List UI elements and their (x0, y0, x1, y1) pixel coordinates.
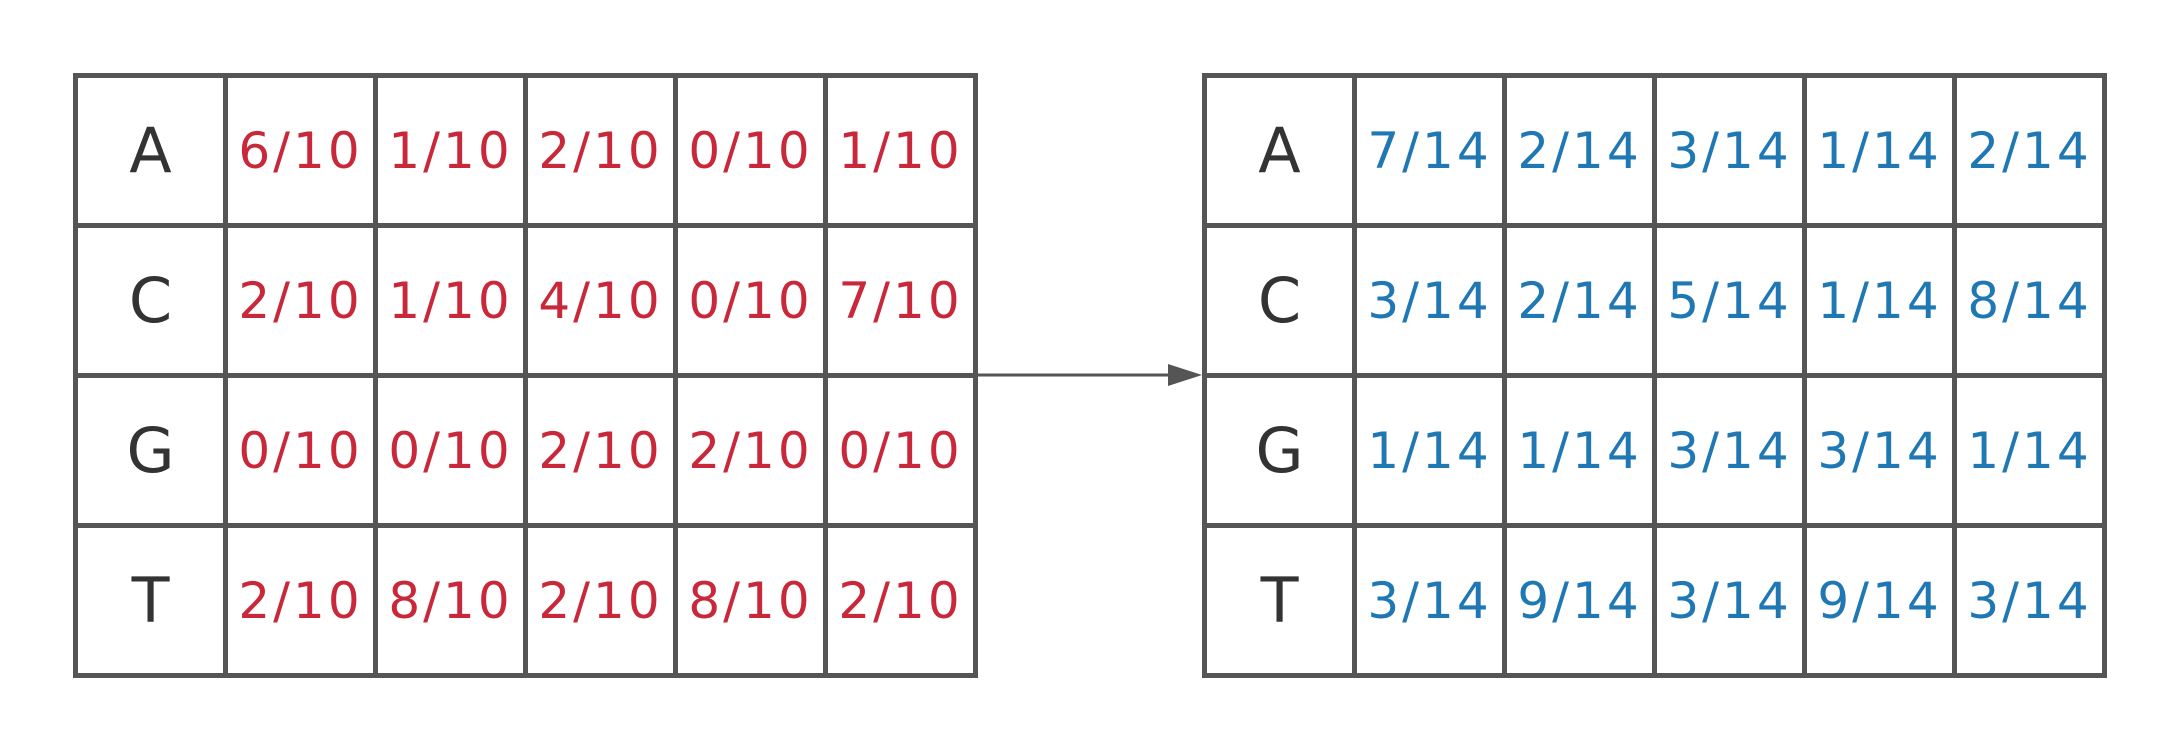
matrix-row-t: T 3/14 9/14 3/14 9/14 3/14 (1202, 523, 2107, 678)
probability-cell: 1/14 (1802, 73, 1957, 228)
count-cell: 2/10 (523, 523, 678, 678)
matrix-row-c: C 2/10 1/10 4/10 0/10 7/10 (73, 223, 978, 378)
count-cell: 1/10 (373, 73, 528, 228)
count-cell: 1/10 (823, 73, 978, 228)
probability-cell: 3/14 (1652, 523, 1807, 678)
base-label: G (1202, 373, 1357, 528)
count-cell: 2/10 (223, 223, 378, 378)
count-cell: 2/10 (523, 373, 678, 528)
count-cell: 7/10 (823, 223, 978, 378)
probability-cell: 2/14 (1952, 73, 2107, 228)
counts-matrix: A 6/10 1/10 2/10 0/10 1/10 C 2/10 1/10 4… (73, 73, 978, 678)
probability-cell: 2/14 (1502, 223, 1657, 378)
count-cell: 0/10 (673, 223, 828, 378)
matrix-row-t: T 2/10 8/10 2/10 8/10 2/10 (73, 523, 978, 678)
count-cell: 4/10 (523, 223, 678, 378)
count-cell: 0/10 (823, 373, 978, 528)
probability-cell: 3/14 (1352, 523, 1507, 678)
probability-cell: 1/14 (1502, 373, 1657, 528)
base-label: A (1202, 73, 1357, 228)
base-label: G (73, 373, 228, 528)
count-cell: 0/10 (673, 73, 828, 228)
matrix-row-a: A 6/10 1/10 2/10 0/10 1/10 (73, 73, 978, 228)
probability-cell: 3/14 (1952, 523, 2107, 678)
arrow-head (1168, 364, 1202, 386)
probability-cell: 3/14 (1352, 223, 1507, 378)
count-cell: 0/10 (223, 373, 378, 528)
count-cell: 0/10 (373, 373, 528, 528)
probability-cell: 7/14 (1352, 73, 1507, 228)
count-cell: 8/10 (373, 523, 528, 678)
matrix-row-a: A 7/14 2/14 3/14 1/14 2/14 (1202, 73, 2107, 228)
probability-cell: 2/14 (1502, 73, 1657, 228)
count-cell: 2/10 (823, 523, 978, 678)
probability-cell: 3/14 (1652, 373, 1807, 528)
count-cell: 6/10 (223, 73, 378, 228)
probability-cell: 1/14 (1952, 373, 2107, 528)
probability-cell: 5/14 (1652, 223, 1807, 378)
count-cell: 2/10 (673, 373, 828, 528)
base-label: T (1202, 523, 1357, 678)
probability-cell: 1/14 (1802, 223, 1957, 378)
probability-cell: 8/14 (1952, 223, 2107, 378)
count-cell: 2/10 (223, 523, 378, 678)
matrix-row-g: G 1/14 1/14 3/14 3/14 1/14 (1202, 373, 2107, 528)
probability-cell: 1/14 (1352, 373, 1507, 528)
probability-cell: 3/14 (1652, 73, 1807, 228)
matrix-row-c: C 3/14 2/14 5/14 1/14 8/14 (1202, 223, 2107, 378)
probability-cell: 3/14 (1802, 373, 1957, 528)
probability-cell: 9/14 (1802, 523, 1957, 678)
base-label: A (73, 73, 228, 228)
count-cell: 1/10 (373, 223, 528, 378)
probability-cell: 9/14 (1502, 523, 1657, 678)
base-label: T (73, 523, 228, 678)
base-label: C (73, 223, 228, 378)
count-cell: 8/10 (673, 523, 828, 678)
count-cell: 2/10 (523, 73, 678, 228)
base-label: C (1202, 223, 1357, 378)
probability-matrix: A 7/14 2/14 3/14 1/14 2/14 C 3/14 2/14 5… (1202, 73, 2107, 678)
matrix-row-g: G 0/10 0/10 2/10 2/10 0/10 (73, 373, 978, 528)
